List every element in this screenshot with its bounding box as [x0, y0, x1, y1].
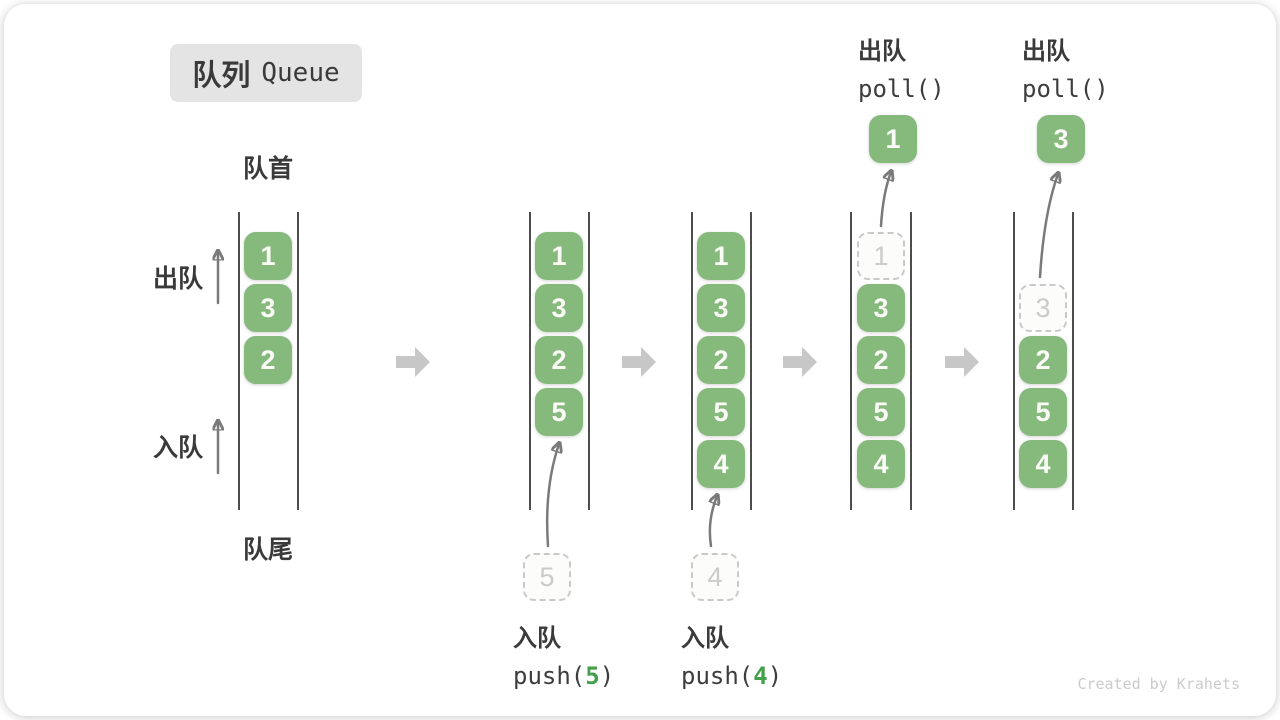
queue-wall	[1013, 212, 1015, 510]
code-arg: 4	[753, 662, 768, 690]
code-text: push(	[513, 662, 586, 690]
push-op-label: 入队	[681, 625, 729, 652]
poll-op-2: 出队 poll()	[1022, 31, 1162, 103]
code-text: )	[767, 662, 783, 690]
queue-item: 5	[697, 388, 745, 436]
queue-item: 4	[857, 440, 905, 488]
push-op-code: push(5)	[513, 662, 653, 690]
queue-wall	[238, 212, 240, 510]
queue-item: 1	[535, 232, 583, 280]
queue-item: 4	[1019, 440, 1067, 488]
label-queue-front: 队首	[242, 155, 293, 183]
poll-op-1: 出队 poll()	[858, 31, 998, 103]
staged-value: 4	[691, 553, 739, 601]
queue-wall	[910, 212, 912, 510]
queue-item: 5	[1019, 388, 1067, 436]
queue-wall	[691, 212, 693, 510]
push-op-1: 入队 push(5)	[513, 618, 653, 690]
poll-op-code: poll()	[1022, 75, 1109, 103]
queue-item: 3	[244, 284, 292, 332]
queue-item: 4	[697, 440, 745, 488]
push-op-code: push(4)	[681, 662, 821, 690]
queue-wall	[750, 212, 752, 510]
queue-item: 1	[244, 232, 292, 280]
queue-item-removed: 1	[857, 232, 905, 280]
polled-value: 3	[1037, 115, 1085, 163]
code-text: )	[599, 662, 615, 690]
queue-item: 2	[1019, 336, 1067, 384]
queue-item: 3	[535, 284, 583, 332]
queue-wall	[588, 212, 590, 510]
title-badge: 队列 Queue	[170, 44, 362, 102]
queue-item: 5	[857, 388, 905, 436]
queue-item: 2	[535, 336, 583, 384]
queue-item-removed: 3	[1019, 284, 1067, 332]
queue-item: 3	[697, 284, 745, 332]
poll-op-label: 出队	[1022, 38, 1070, 65]
polled-value: 1	[869, 115, 917, 163]
queue-item: 2	[697, 336, 745, 384]
poll-op-code: poll()	[858, 75, 945, 103]
queue-wall	[297, 212, 299, 510]
title-zh: 队列	[192, 60, 251, 92]
watermark: Created by Krahets	[1077, 675, 1240, 693]
code-text: push(	[681, 662, 754, 690]
queue-item: 1	[697, 232, 745, 280]
queue-wall	[850, 212, 852, 510]
queue-item: 2	[244, 336, 292, 384]
push-op-2: 入队 push(4)	[681, 618, 821, 690]
queue-item: 3	[857, 284, 905, 332]
push-op-label: 入队	[513, 625, 561, 652]
title-en: Queue	[261, 58, 340, 88]
queue-item: 2	[857, 336, 905, 384]
queue-wall	[529, 212, 531, 510]
queue-wall	[1072, 212, 1074, 510]
label-dequeue: 出队	[152, 265, 203, 293]
code-arg: 5	[585, 662, 600, 690]
label-enqueue: 入队	[152, 434, 203, 462]
staged-value: 5	[523, 553, 571, 601]
queue-item: 5	[535, 388, 583, 436]
poll-op-label: 出队	[858, 38, 906, 65]
label-queue-rear: 队尾	[242, 536, 293, 564]
